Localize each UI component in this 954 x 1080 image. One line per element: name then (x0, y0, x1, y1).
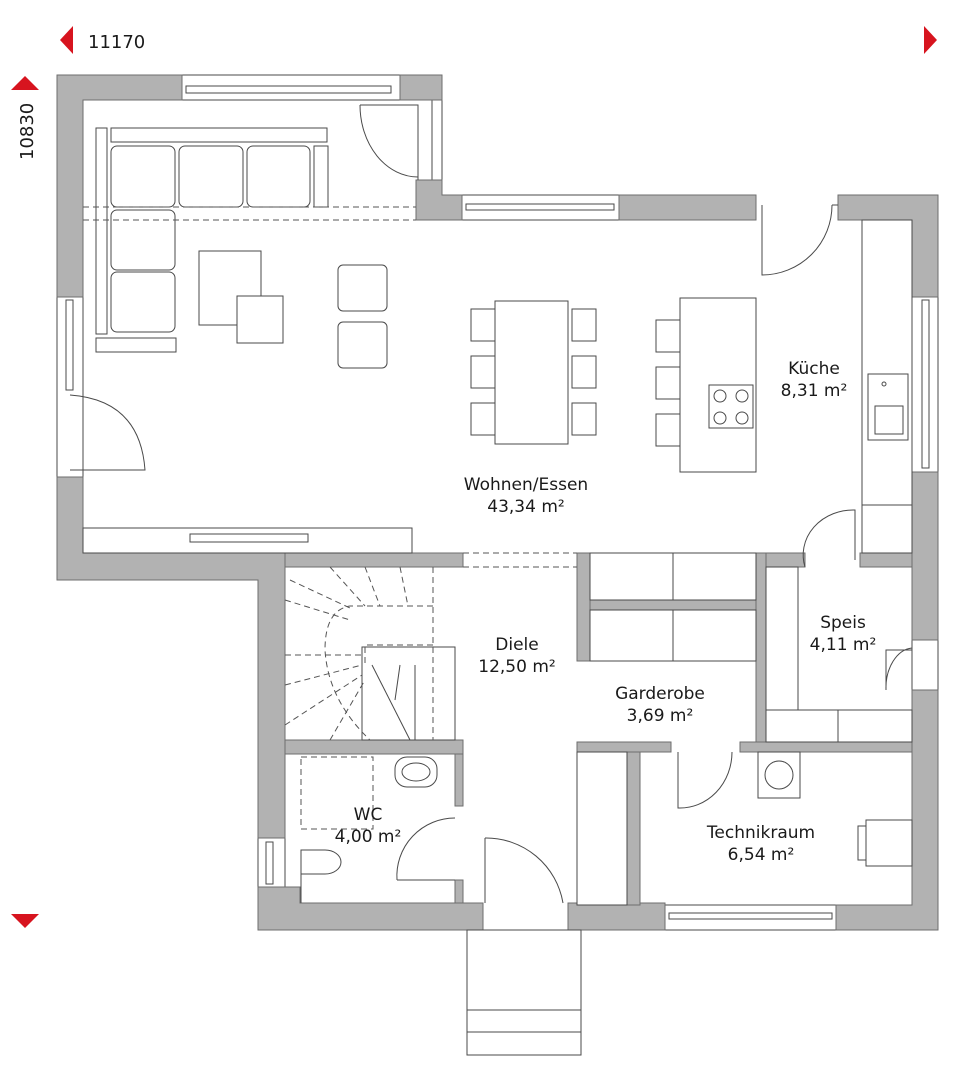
svg-text:Küche: Küche (788, 359, 840, 379)
room-garderobe: Garderobe 3,69 m² (615, 684, 705, 726)
arrow-down-icon (11, 914, 39, 928)
svg-text:6,54 m²: 6,54 m² (728, 845, 795, 865)
svg-text:8,31 m²: 8,31 m² (781, 381, 848, 401)
svg-text:3,69 m²: 3,69 m² (627, 706, 694, 726)
room-speis: Speis 4,11 m² (810, 613, 877, 655)
width-dimension: 11170 (88, 32, 145, 53)
depth-dimension: 10830 (17, 103, 38, 160)
furniture (82, 127, 913, 1056)
room-wc: WC 4,00 m² (335, 805, 402, 847)
arrow-up-icon (11, 76, 39, 90)
windows (56, 74, 939, 931)
svg-text:4,00 m²: 4,00 m² (335, 827, 402, 847)
svg-text:WC: WC (354, 805, 383, 825)
svg-text:4,11 m²: 4,11 m² (810, 635, 877, 655)
svg-text:Technikraum: Technikraum (706, 823, 815, 843)
svg-text:43,34 m²: 43,34 m² (487, 497, 564, 517)
arrow-left-icon (60, 26, 73, 54)
svg-text:Speis: Speis (820, 613, 866, 633)
svg-text:Wohnen/Essen: Wohnen/Essen (464, 475, 588, 495)
room-kueche: Küche 8,31 m² (781, 359, 848, 401)
svg-text:Garderobe: Garderobe (615, 684, 705, 704)
room-diele: Diele 12,50 m² (478, 635, 555, 677)
room-technikraum: Technikraum 6,54 m² (706, 823, 815, 865)
room-wohnen-essen: Wohnen/Essen 43,34 m² (464, 475, 588, 517)
doors (69, 104, 913, 904)
staircase (284, 566, 456, 741)
svg-text:Diele: Diele (495, 635, 538, 655)
arrow-right-icon (924, 26, 937, 54)
walls (56, 74, 939, 931)
dimension-markers: 11170 10830 (11, 26, 937, 958)
room-labels: Wohnen/Essen 43,34 m² Küche 8,31 m² Diel… (335, 359, 877, 865)
svg-text:12,50 m²: 12,50 m² (478, 657, 555, 677)
